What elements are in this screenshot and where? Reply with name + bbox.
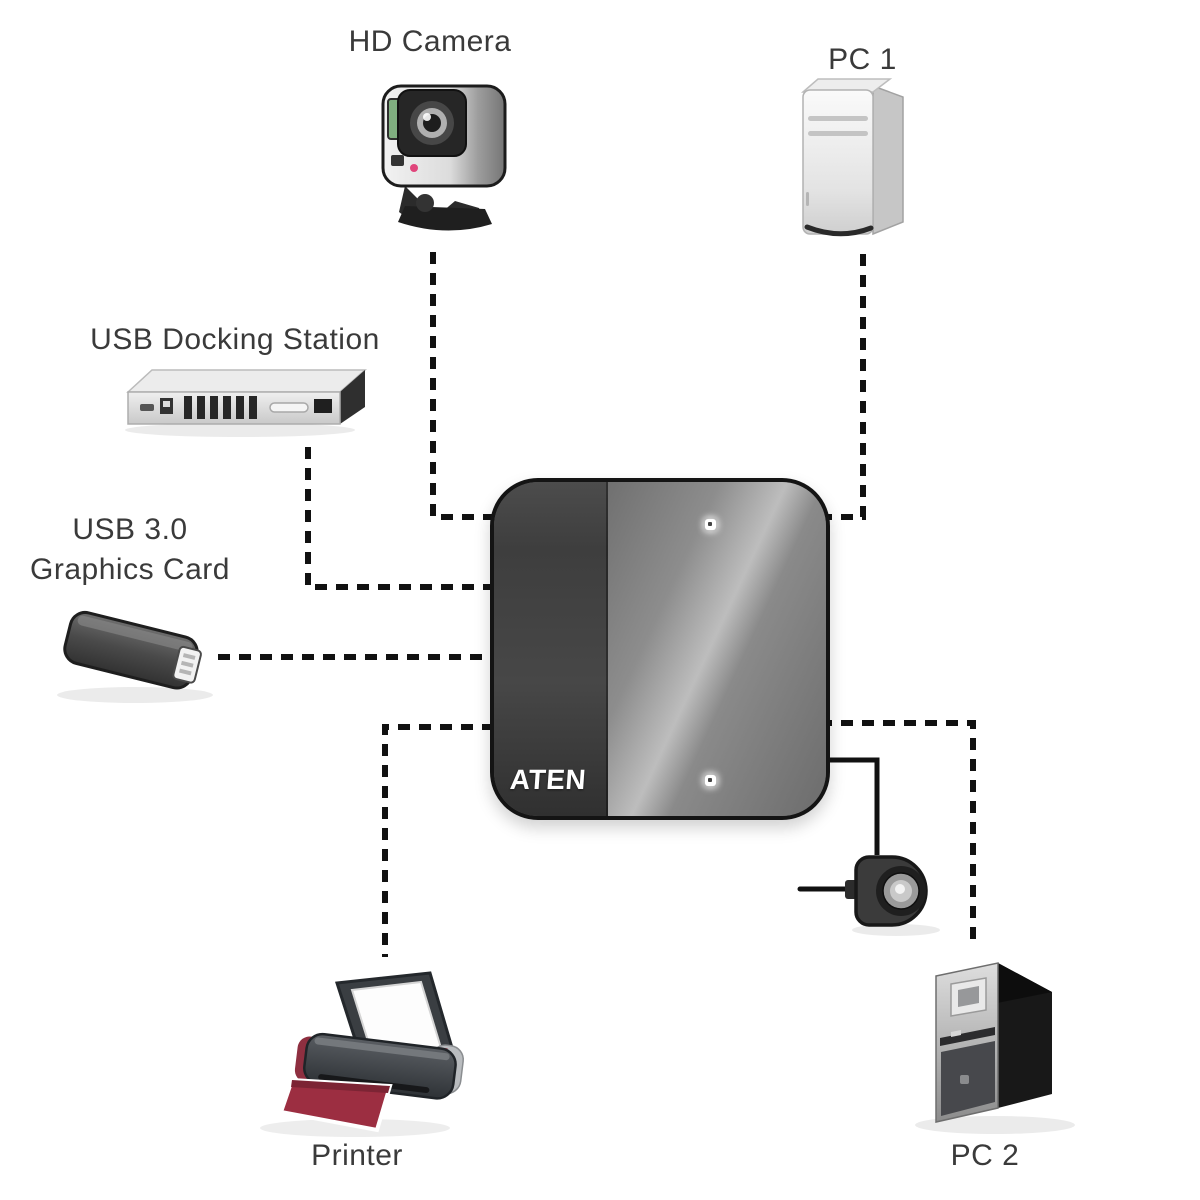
usb-graphics-card-label-line2: Graphics Card	[30, 553, 230, 586]
connection-lines	[218, 252, 976, 957]
hd-camera-icon	[381, 84, 507, 231]
usb-switch-top-panel	[608, 482, 826, 816]
usb-docking-station-label: USB Docking Station	[90, 323, 380, 356]
port-2-led	[705, 775, 716, 786]
remote-port-selector-icon	[845, 855, 940, 936]
printer-icon	[260, 971, 464, 1137]
usb-graphics-card-label-line1: USB 3.0	[72, 513, 188, 546]
usb-graphics-card-icon	[57, 610, 213, 703]
pc1-connection-line	[820, 252, 866, 520]
printer-connection-line	[382, 724, 494, 957]
usb-switch: ATEN	[490, 478, 830, 820]
pc1-icon	[800, 78, 904, 237]
aten-logo: ATEN	[508, 764, 588, 795]
pc2-icon	[915, 962, 1075, 1134]
pc2-connection-line	[820, 720, 976, 948]
usb-docking-station-icon	[125, 369, 367, 437]
port-1-led	[705, 519, 716, 530]
selector-link-line	[820, 757, 880, 855]
printer-label: Printer	[311, 1139, 403, 1172]
hd-camera-label: HD Camera	[348, 25, 512, 58]
usb-graphics-card-label: USB 3.0 Graphics Card	[25, 510, 235, 590]
dock-connection-line	[305, 447, 494, 590]
pc1-label: PC 1	[828, 43, 897, 76]
usb-switch-left-panel: ATEN	[494, 482, 608, 816]
pc2-label: PC 2	[950, 1139, 1020, 1172]
camera-connection-line	[430, 252, 494, 520]
